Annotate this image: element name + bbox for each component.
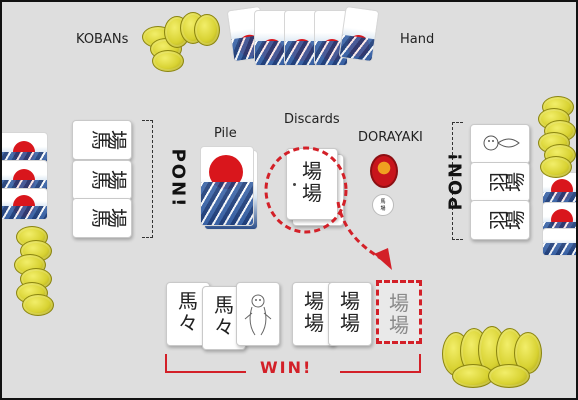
- coin-icon: [22, 294, 54, 316]
- meld-card: 馬 場: [72, 120, 132, 160]
- meld-card: 馬 場: [72, 198, 132, 238]
- card-kanji: 場: [105, 130, 129, 150]
- pon-label-left: PON!: [167, 148, 189, 209]
- dorayaki-label: DORAYAKI: [358, 130, 423, 145]
- coin-icon: [540, 156, 572, 178]
- token-kanji: 場: [380, 206, 386, 212]
- coin-icon: [452, 364, 494, 388]
- wave-card-back-icon: [2, 188, 48, 220]
- kobans-label: KOBANs: [76, 32, 129, 47]
- win-bracket: [165, 354, 421, 373]
- hand-label: Hand: [400, 32, 435, 47]
- hand-card[interactable]: 馬 々: [202, 286, 246, 350]
- dorayaki-card[interactable]: 馬 場: [372, 194, 394, 216]
- pon-bracket-right: [452, 122, 463, 240]
- discards-label: Discards: [284, 112, 340, 127]
- card-kanji: 場: [105, 208, 129, 228]
- ghost-kanji: 場: [389, 313, 409, 337]
- ghost-card-icon[interactable]: [236, 282, 280, 346]
- card-kanji: 馬: [214, 293, 234, 317]
- card-kanji: 場: [302, 181, 322, 205]
- wave-card-back-icon: [542, 228, 576, 256]
- card-kanji: 場: [105, 170, 129, 190]
- card-dot: [293, 183, 296, 186]
- card-kanji: 々: [214, 315, 234, 339]
- hand-card[interactable]: 場 場: [328, 282, 372, 346]
- ghost-icon: [244, 294, 272, 336]
- pile-label: Pile: [214, 126, 237, 141]
- card-kanji: 場: [302, 159, 322, 183]
- wave-card-back-icon: [254, 10, 288, 66]
- meld-card: 羽 場: [470, 200, 530, 240]
- card-kanji: 々: [178, 311, 198, 335]
- card-kanji: 場: [503, 172, 527, 192]
- discard-highlight-circle: [264, 146, 348, 234]
- ghost-kanji: 場: [389, 291, 409, 315]
- ghost-card-icon: [470, 124, 530, 164]
- coin-icon: [194, 14, 220, 46]
- win-label: WIN!: [260, 358, 313, 377]
- meld-card: 馬 場: [72, 160, 132, 200]
- coin-icon: [152, 50, 184, 72]
- card-kanji: 馬: [178, 289, 198, 313]
- winning-slot[interactable]: 場 場: [376, 280, 422, 344]
- card-kanji: 場: [340, 289, 360, 313]
- dashed-arrow-icon: [336, 201, 392, 270]
- card-kanji: 場: [503, 210, 527, 230]
- discard-card: 場 場: [286, 148, 338, 220]
- coin-icon: [488, 364, 530, 388]
- meld-card: 羽 場: [470, 162, 530, 202]
- card-kanji: 場: [304, 289, 324, 313]
- wave-card-back-icon: [200, 146, 254, 226]
- card-kanji: 場: [340, 311, 360, 335]
- wave-card-back-icon: [284, 10, 318, 66]
- pon-label-right: PON!: [445, 150, 467, 211]
- card-kanji: 場: [304, 311, 324, 335]
- wave-card-back-icon: [338, 5, 380, 63]
- dorayaki-token[interactable]: [370, 154, 398, 188]
- pon-bracket-left: [142, 120, 153, 238]
- ghost-icon: [483, 135, 520, 151]
- token-kanji: 馬: [380, 199, 386, 205]
